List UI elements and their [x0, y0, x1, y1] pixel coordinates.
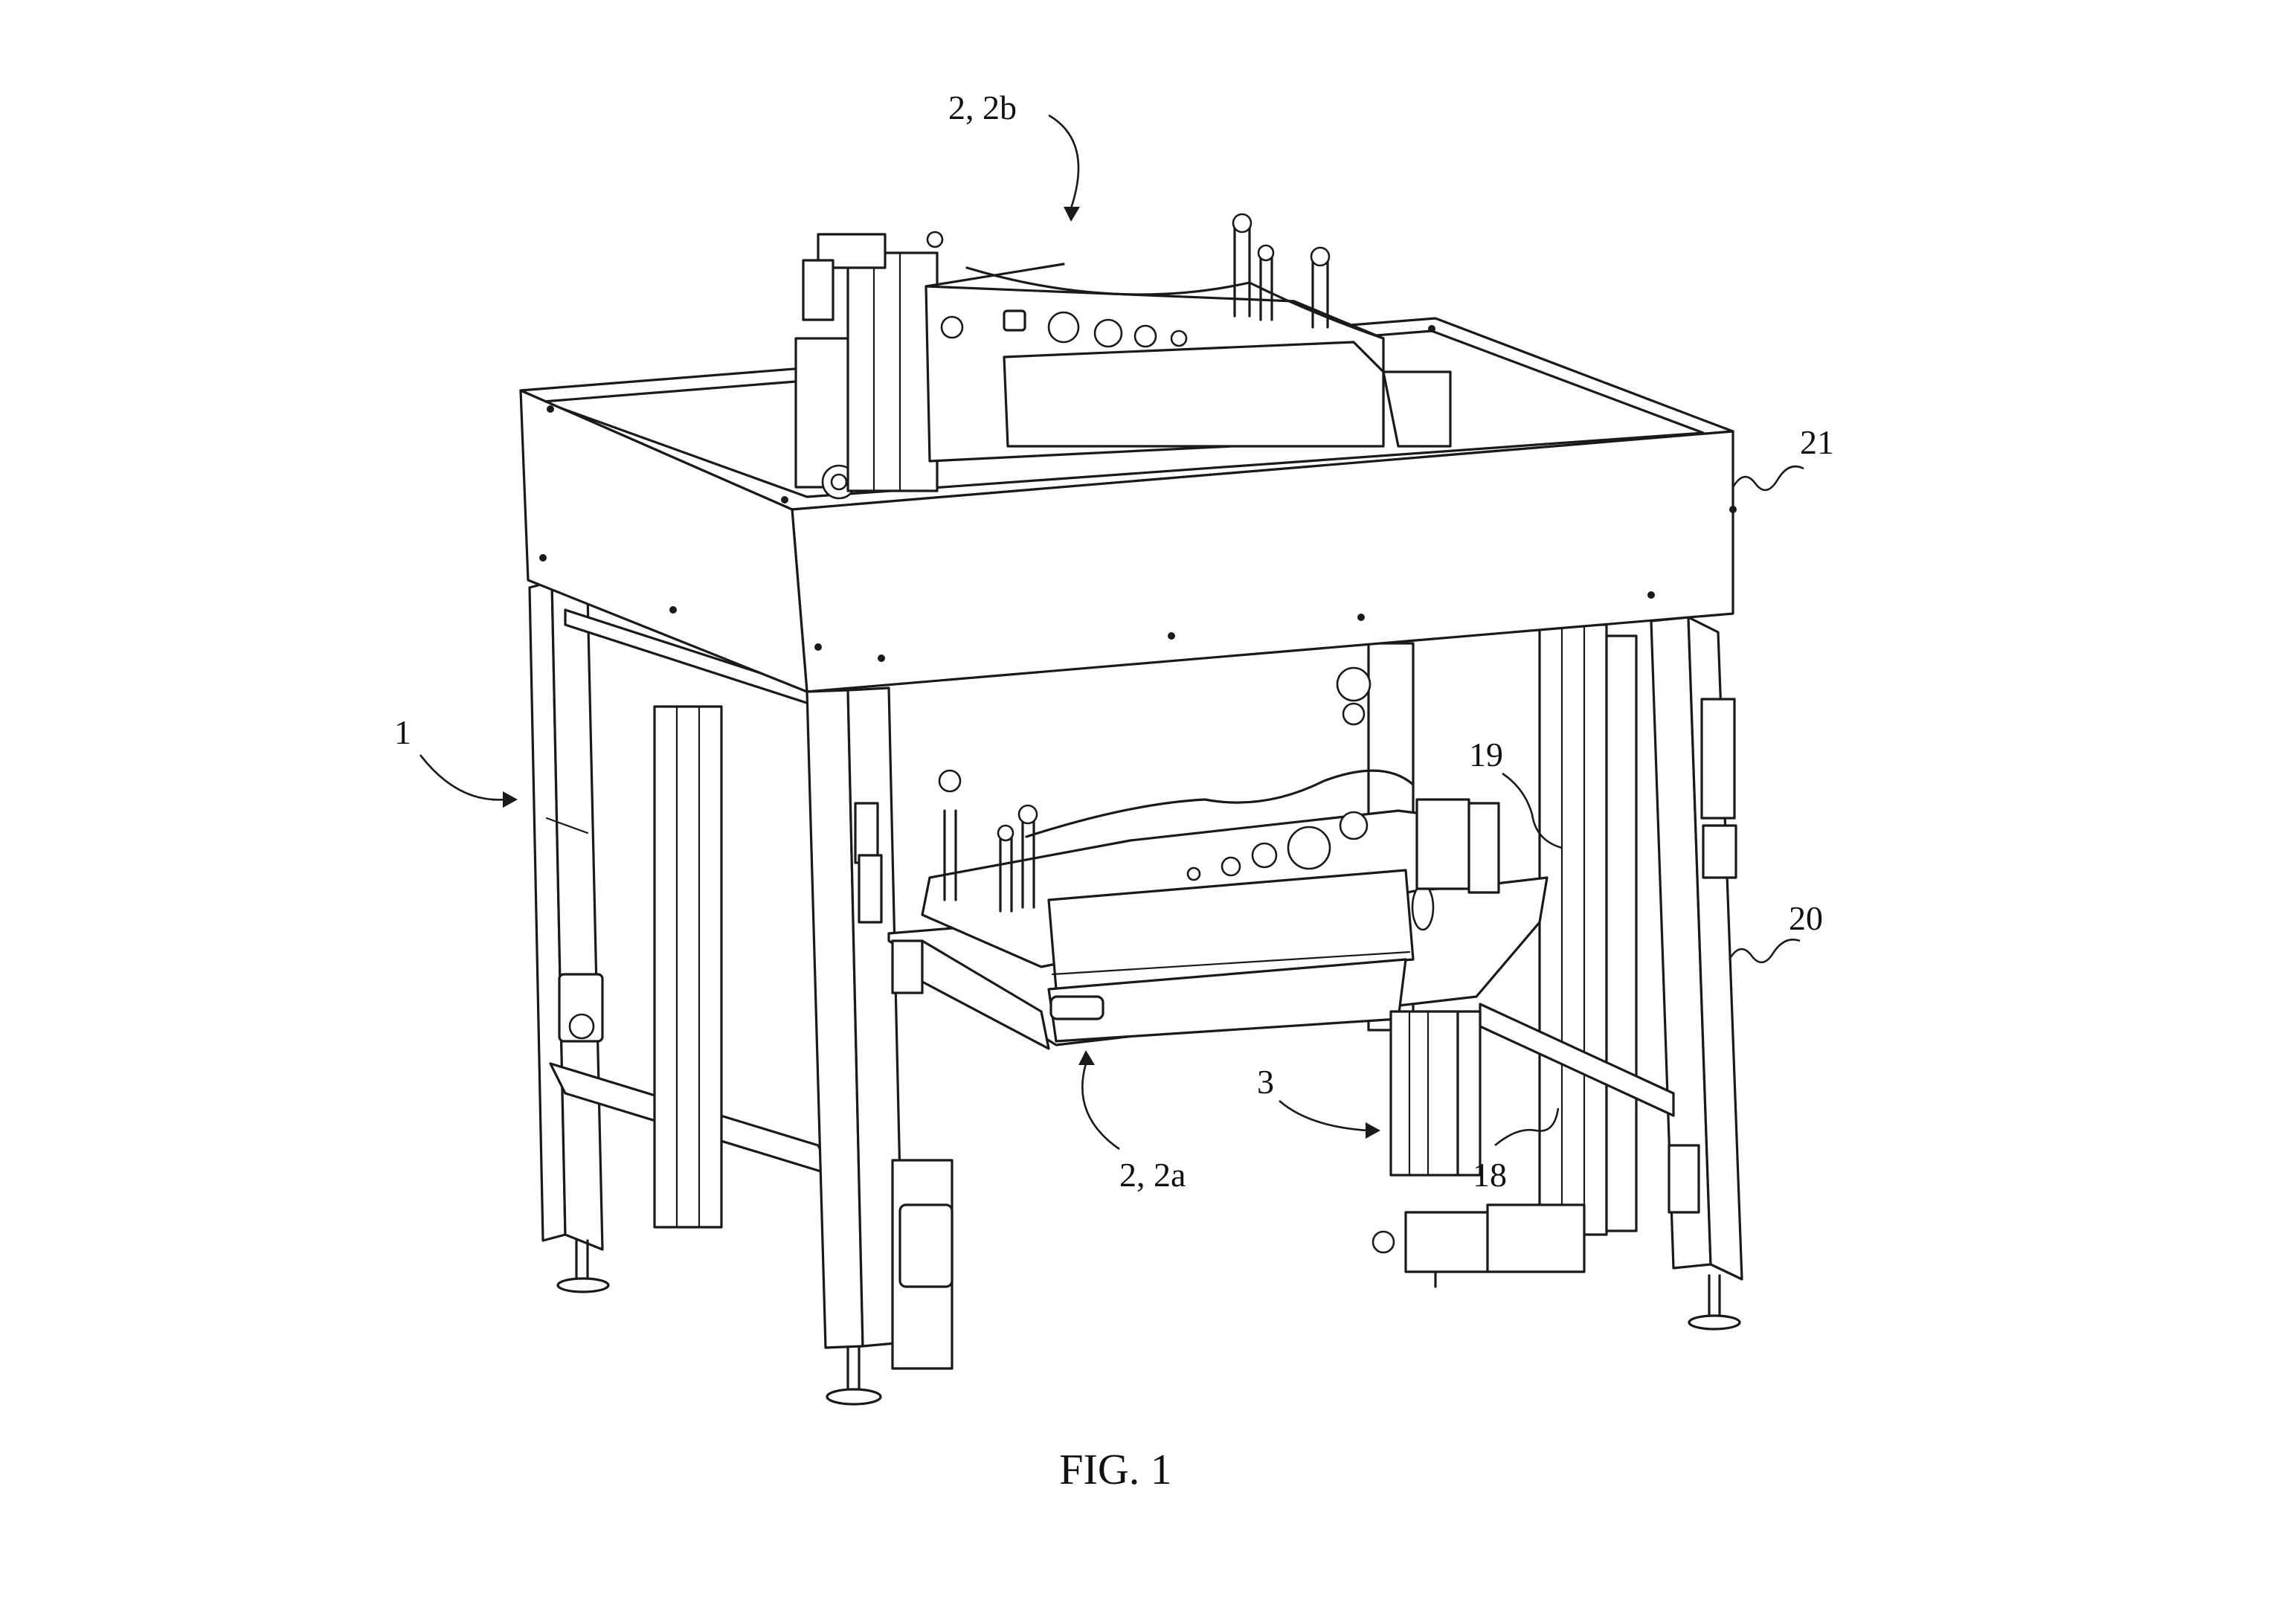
upper-press-unit: [794, 213, 1452, 500]
leader-lines: [419, 114, 1804, 1151]
left-rear-leg: [528, 580, 610, 1293]
label-frame: 1: [394, 713, 411, 751]
lower-press-unit: [887, 769, 1549, 1050]
drive-assembly: [1372, 1010, 1586, 1288]
label-drive: 3: [1257, 1063, 1274, 1101]
label-unit-lower: 2, 2a: [1119, 1156, 1186, 1194]
label-frame-leg: 20: [1789, 899, 1823, 937]
label-element-18: 18: [1473, 1156, 1507, 1194]
figure-caption: FIG. 1: [1059, 1445, 1171, 1493]
label-enclosure-top: 21: [1800, 423, 1834, 461]
label-element-19: 19: [1469, 736, 1503, 773]
label-unit-upper: 2, 2b: [948, 89, 1017, 126]
right-rear-leg: [1650, 616, 1743, 1331]
front-left-leg: [805, 686, 954, 1406]
base-rails: [549, 608, 1675, 1229]
